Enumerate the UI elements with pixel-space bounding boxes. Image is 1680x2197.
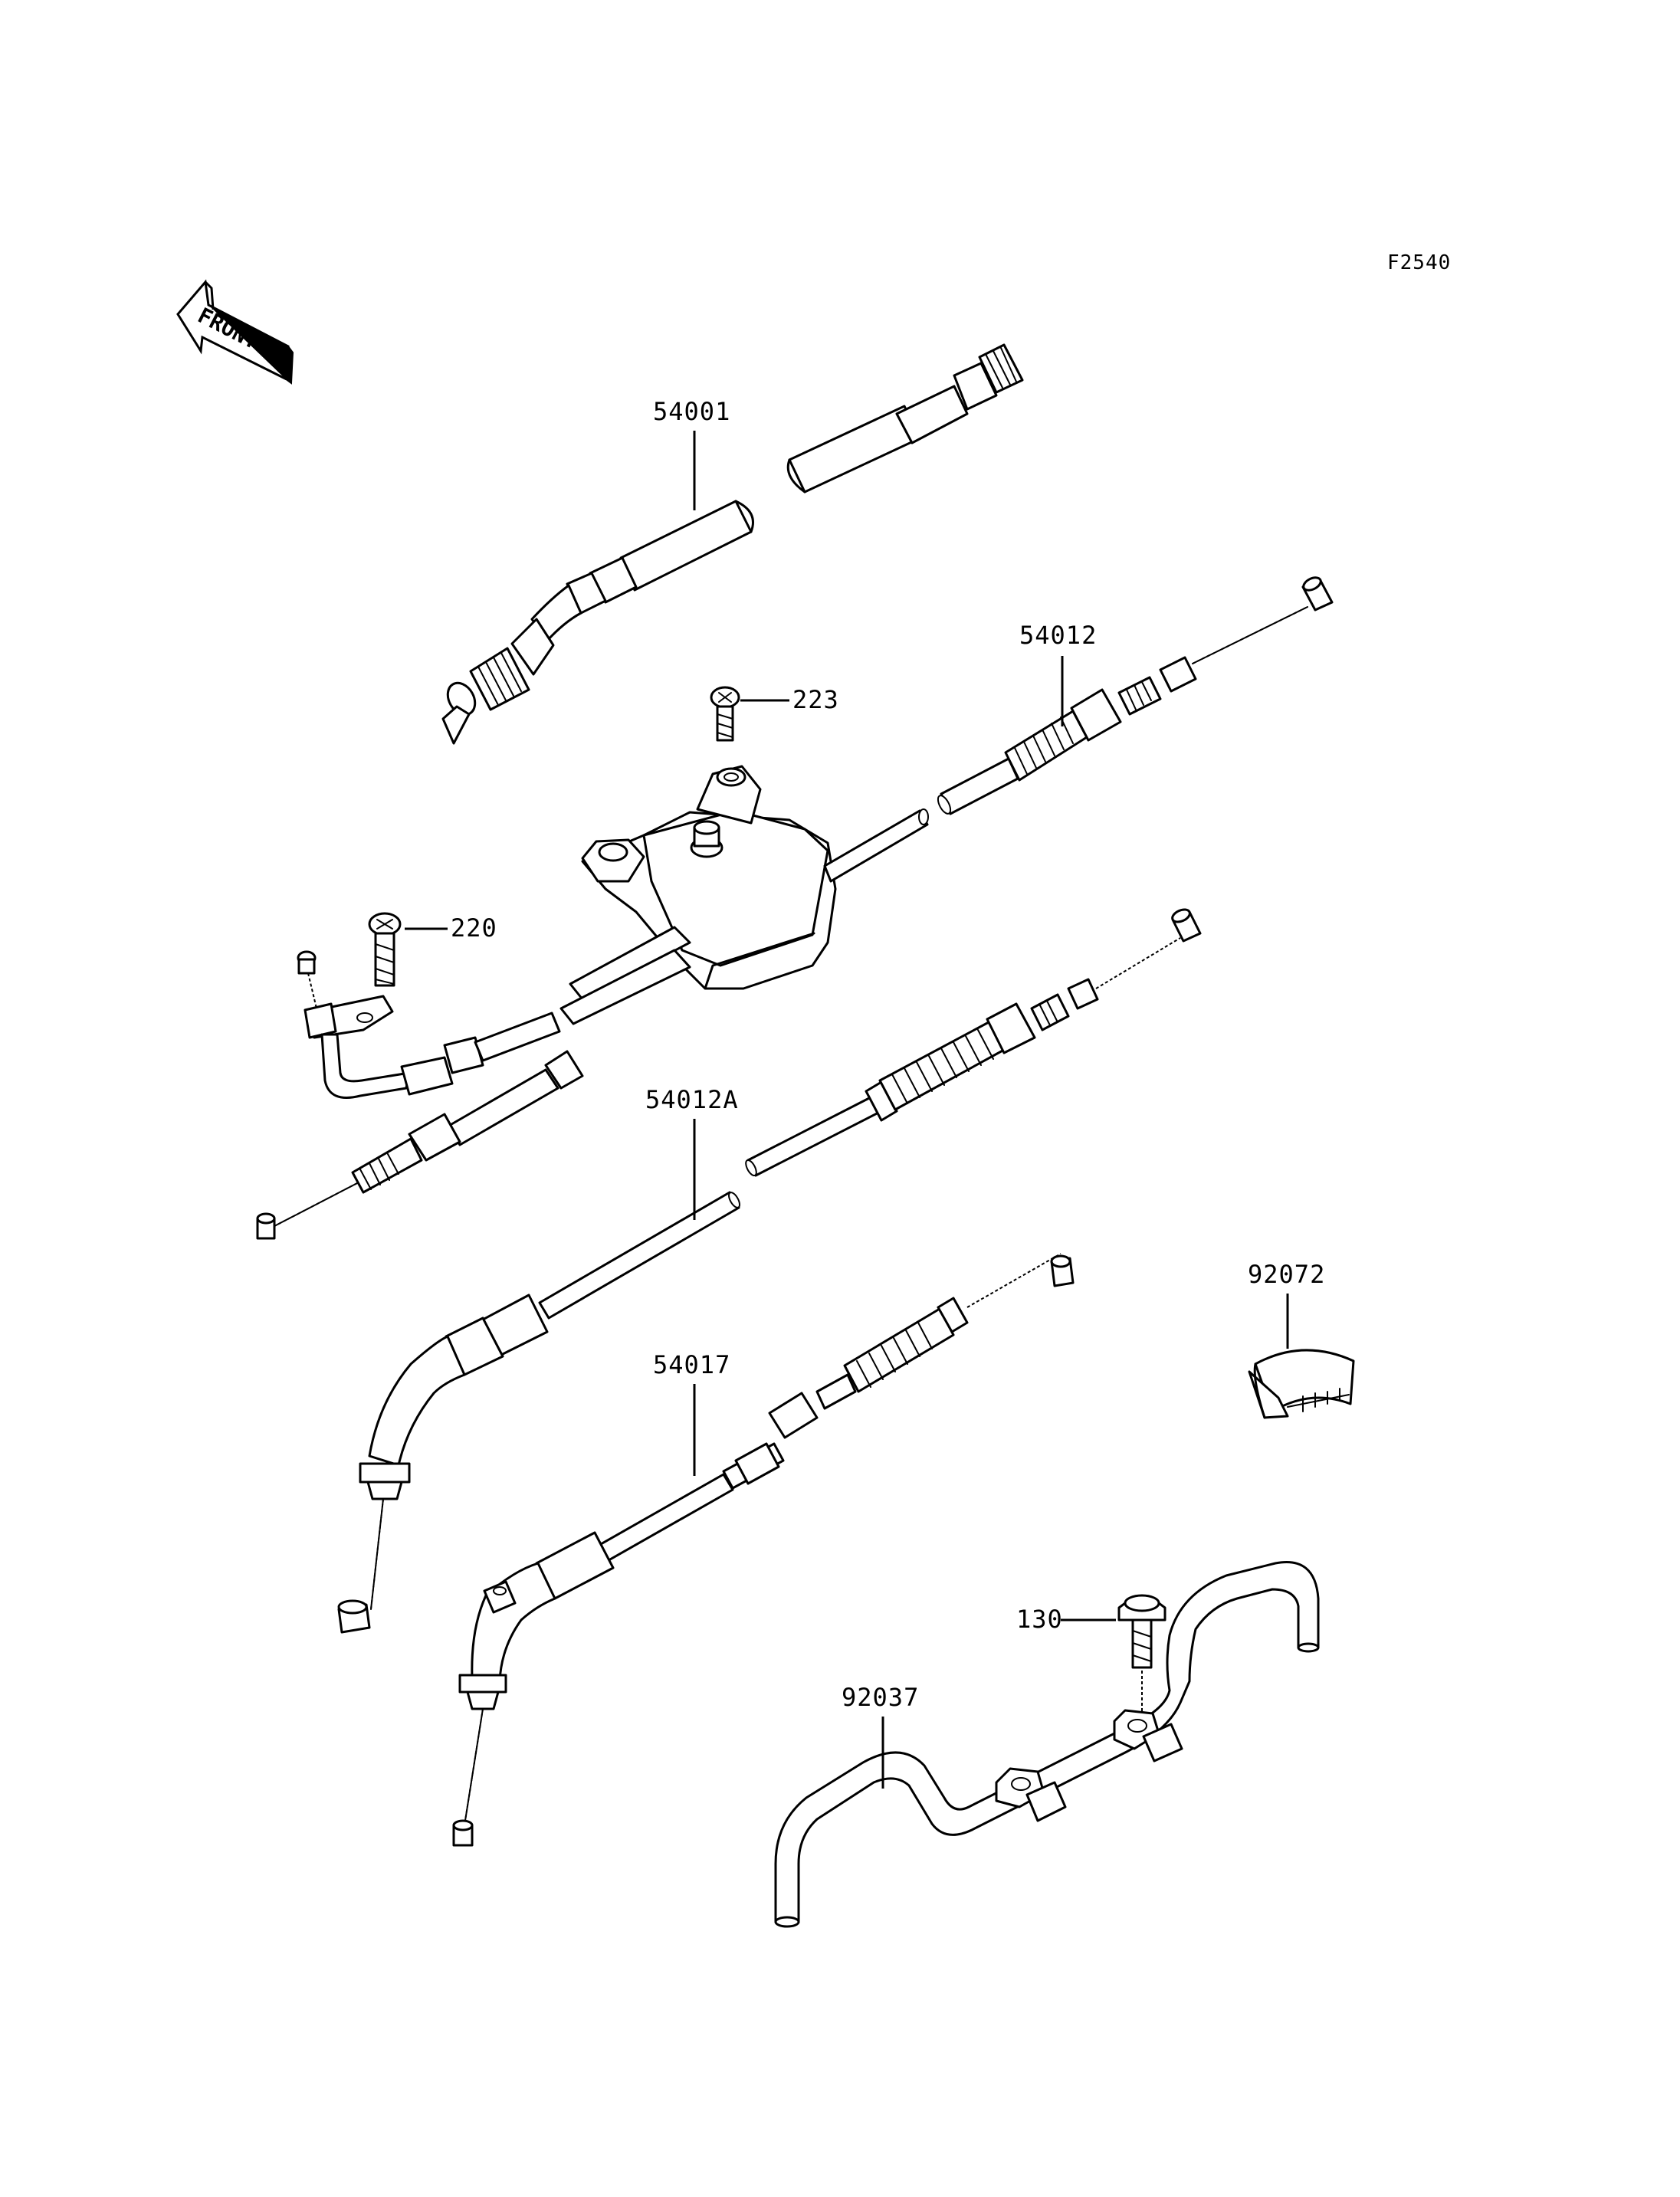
part-label-54012[interactable]: 54012 xyxy=(1019,621,1097,650)
part-label-92037[interactable]: 92037 xyxy=(842,1683,919,1712)
throttle-cable-54017[interactable]: 54017 xyxy=(452,1253,1075,1847)
part-label-54001[interactable]: 54001 xyxy=(653,397,730,426)
bolt-130[interactable]: 130 xyxy=(1016,1594,1166,1717)
throttle-cable-54012[interactable]: 54012 xyxy=(936,575,1334,815)
figure-code: F2540 xyxy=(1387,251,1451,274)
part-label-54017[interactable]: 54017 xyxy=(653,1350,730,1379)
part-label-92072[interactable]: 92072 xyxy=(1248,1260,1325,1289)
cable-guide-92037[interactable]: 92037 xyxy=(774,1561,1320,1928)
part-label-54012A[interactable]: 54012A xyxy=(645,1085,739,1114)
screw-223[interactable]: 223 xyxy=(710,685,839,742)
speedometer-cable-54001[interactable]: 54001 xyxy=(441,343,1024,745)
throttle-junction-box xyxy=(559,765,929,1025)
screw-220[interactable]: 220 xyxy=(368,912,497,987)
front-arrow-icon: FRONT xyxy=(176,279,294,385)
part-label-223[interactable]: 223 xyxy=(792,685,839,714)
throttle-cable-left-ends xyxy=(256,950,584,1240)
part-label-220[interactable]: 220 xyxy=(451,913,497,943)
part-label-130[interactable]: 130 xyxy=(1016,1605,1063,1634)
throttle-cable-54012A[interactable]: 54012A xyxy=(337,907,1202,1634)
band-92072[interactable]: 92072 xyxy=(1248,1260,1355,1419)
